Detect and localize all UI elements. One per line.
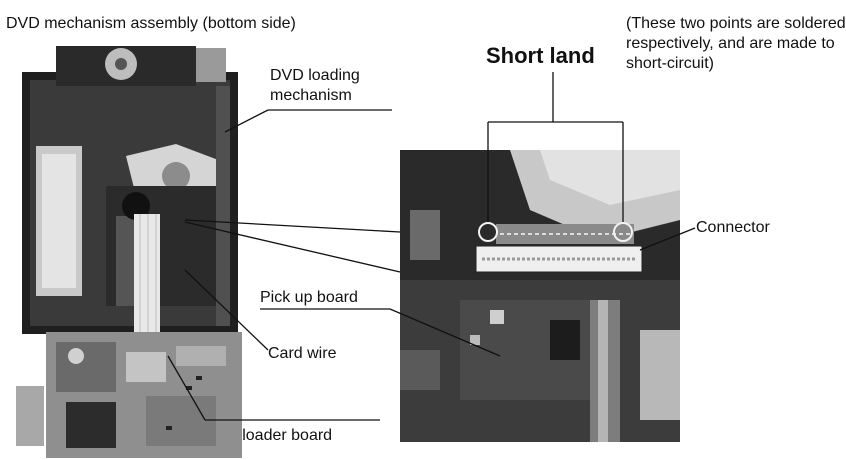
card-wire-label: Card wire — [268, 345, 337, 362]
connector-label: Connector — [696, 219, 770, 236]
pickup-closeup-illustration — [400, 150, 680, 442]
card-wire-leader — [184, 269, 269, 351]
mechanism-assembly-photo — [16, 46, 248, 458]
short-land-marker-left — [478, 222, 498, 242]
pickup-closeup-photo — [400, 150, 680, 442]
short-land-label: Short land — [486, 43, 595, 68]
card-wire-fan-1 — [184, 219, 401, 233]
pickup-board-label: Pick up board — [260, 289, 358, 306]
assembly-title: DVD mechanism assembly (bottom side) — [6, 15, 296, 32]
loader-board-leader — [167, 355, 206, 421]
mechanism-assembly-illustration — [16, 46, 242, 458]
short-land-marker-right — [613, 222, 633, 242]
card-wire-fan-2 — [184, 221, 401, 273]
short-land-note: (These two points are soldered respectiv… — [626, 15, 846, 72]
connector-leader — [639, 227, 696, 251]
loading-mechanism-leader — [224, 109, 269, 133]
loading-mechanism-label: DVD loading mechanism — [270, 67, 360, 104]
